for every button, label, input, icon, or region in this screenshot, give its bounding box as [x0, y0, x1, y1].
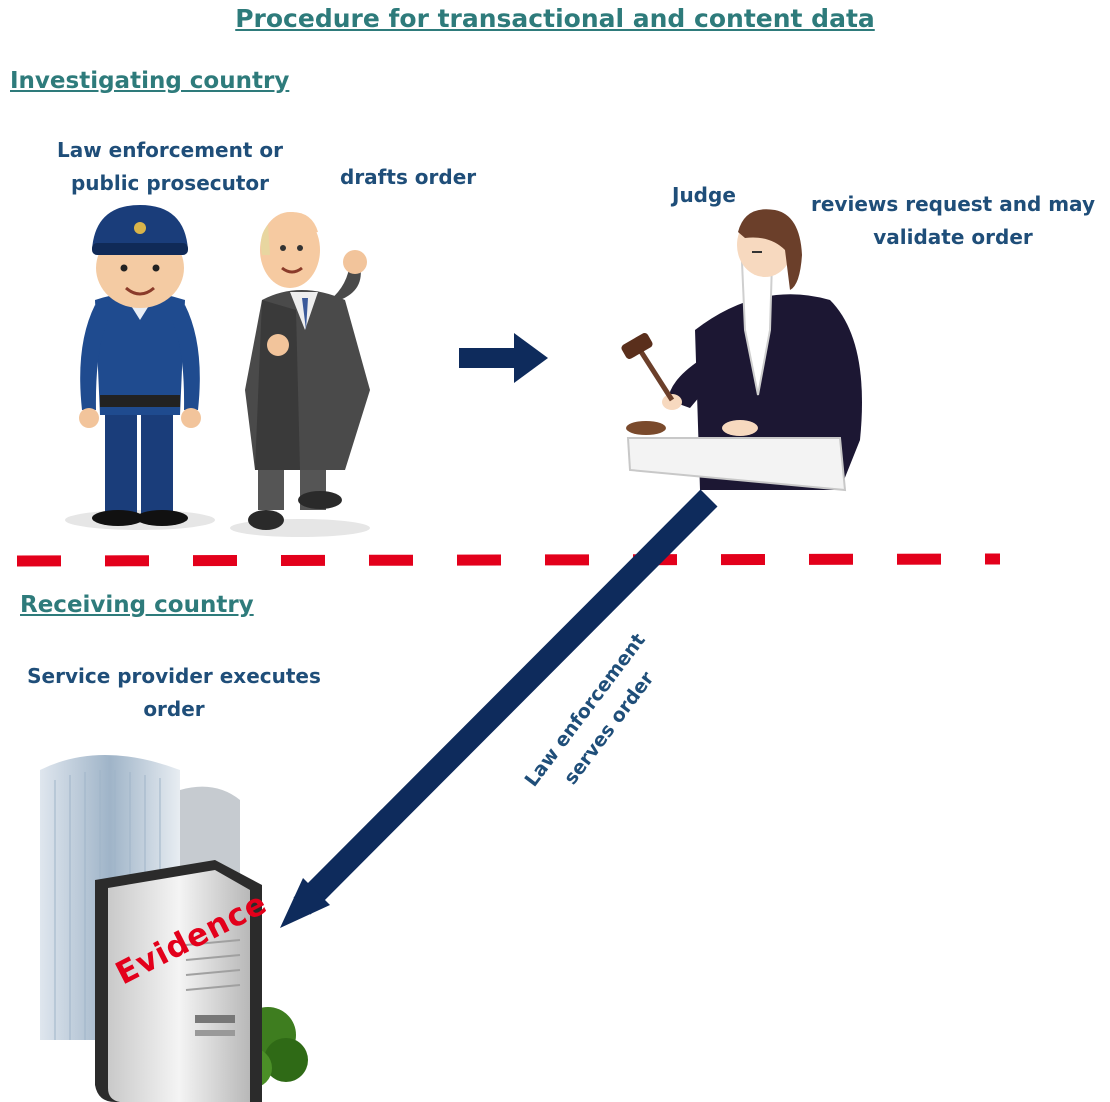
server-icon	[95, 860, 262, 1102]
drafts-order-label: drafts order	[340, 165, 477, 189]
police-officer-icon	[65, 205, 215, 530]
law-enforcement-label: Law enforcement or public prosecutor	[57, 138, 283, 195]
receiving-country-heading: Receiving country	[20, 592, 254, 618]
diagonal-arrow-icon	[280, 489, 718, 928]
judge-icon	[621, 209, 862, 492]
investigating-country-heading: Investigating country	[10, 68, 290, 94]
judge-action-label: reviews request and may validate order	[811, 192, 1095, 249]
service-provider-label: Service provider executes order	[27, 664, 321, 721]
border-line	[16, 553, 1001, 567]
prosecutor-icon	[230, 212, 370, 537]
page-title: Procedure for transactional and content …	[235, 4, 875, 33]
judge-label: Judge	[672, 183, 736, 207]
right-arrow-icon	[459, 333, 548, 383]
